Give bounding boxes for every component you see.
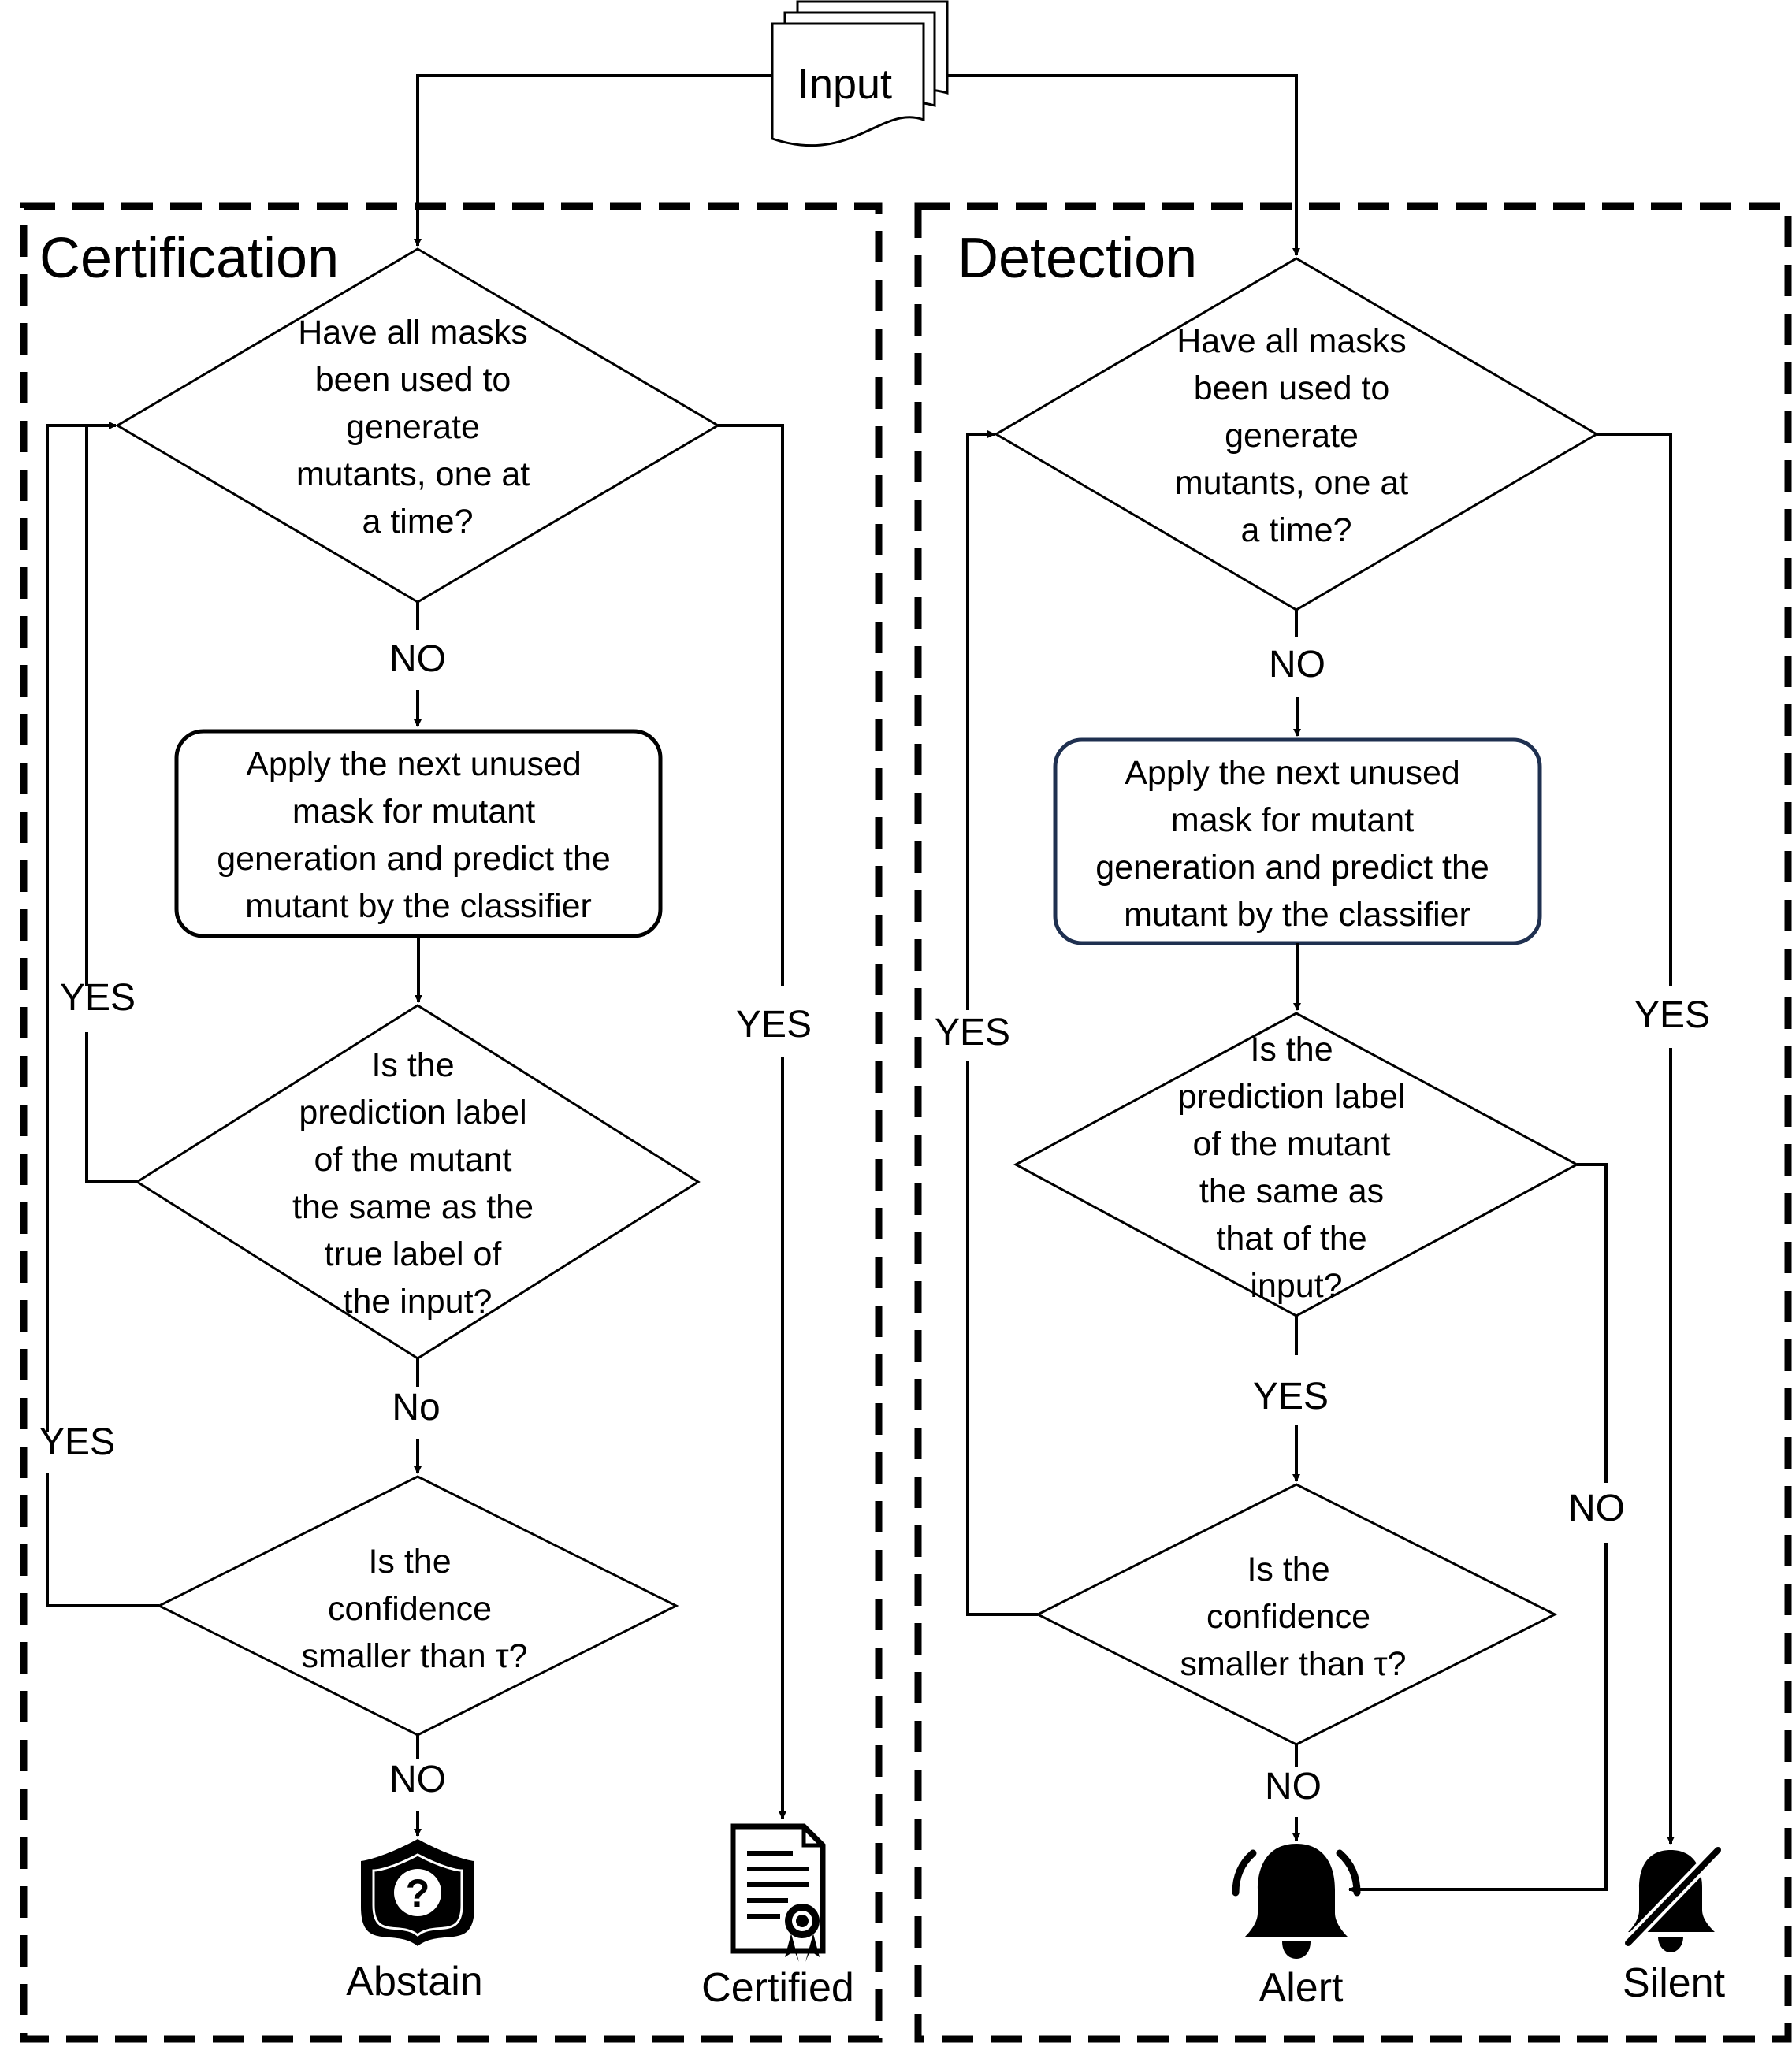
det-edge-yes-masks: YES	[1634, 994, 1710, 1036]
edge-det-conf-yes-b	[966, 430, 995, 1010]
certification-panel	[20, 202, 883, 2043]
cert-edge-no-1: NO	[389, 638, 446, 680]
certified-label: Certified	[701, 1965, 854, 2011]
edge-cert-conf-yes-a	[46, 1473, 159, 1607]
det-edge-yes-conf: YES	[935, 1012, 1010, 1053]
det-masks-question: Have all masks been used to generate mut…	[1175, 322, 1418, 549]
cert-masks-question: Have all masks been used to generate mut…	[296, 314, 539, 541]
edge-det-label-no-b	[1348, 1543, 1608, 1893]
bell-off-icon	[1623, 1845, 1723, 1952]
cert-edge-yes-masks: YES	[736, 1004, 812, 1046]
edge-det-masks-yes-a	[1597, 433, 1672, 986]
detection-panel	[914, 202, 1792, 2043]
shield-question-icon: ?	[361, 1839, 474, 1946]
certificate-icon	[730, 1823, 826, 1962]
input-document-icon: Input	[771, 0, 949, 147]
cert-edge-no-3: NO	[389, 1759, 446, 1800]
detection-title: Detection	[957, 227, 1197, 290]
det-apply-text: Apply the next unused mask for mutant ge…	[1095, 754, 1499, 934]
cert-edge-yes-label: YES	[60, 977, 136, 1019]
edge-det-label-no-a	[1577, 1163, 1608, 1483]
edge-input-detection	[947, 74, 1300, 256]
svg-text:?: ?	[406, 1871, 430, 1915]
edge-det-conf-yes-a	[966, 1061, 1038, 1616]
cert-edge-no-2: No	[392, 1387, 440, 1428]
silent-label: Silent	[1623, 1960, 1726, 2006]
abstain-label: Abstain	[346, 1959, 482, 2004]
alert-label: Alert	[1259, 1965, 1344, 2011]
cert-apply-text: Apply the next unused mask for mutant ge…	[217, 745, 620, 925]
edge-cert-conf-yes-b	[46, 422, 117, 1432]
edge-cert-masks-yes-a	[718, 424, 784, 986]
cert-edge-yes-conf: YES	[39, 1421, 115, 1463]
cert-label-question: Is the prediction label of the mutant th…	[292, 1046, 543, 1321]
det-conf-question: Is the confidence smaller than τ?	[1180, 1551, 1406, 1683]
edge-cert-label-yes-b	[85, 422, 117, 986]
edge-input-certification	[414, 74, 772, 247]
certification-title: Certification	[39, 227, 339, 290]
input-label: Input	[797, 61, 892, 108]
det-edge-yes-label: YES	[1253, 1376, 1329, 1417]
det-label-question: Is the prediction label of the mutant th…	[1177, 1031, 1415, 1305]
det-edge-no-label: NO	[1568, 1488, 1625, 1529]
bell-icon	[1232, 1844, 1361, 1959]
det-edge-no-3: NO	[1265, 1766, 1322, 1807]
cert-conf-question: Is the confidence smaller than τ?	[301, 1543, 527, 1675]
det-edge-no-1: NO	[1269, 644, 1325, 685]
edge-cert-label-yes-a	[85, 1032, 137, 1183]
